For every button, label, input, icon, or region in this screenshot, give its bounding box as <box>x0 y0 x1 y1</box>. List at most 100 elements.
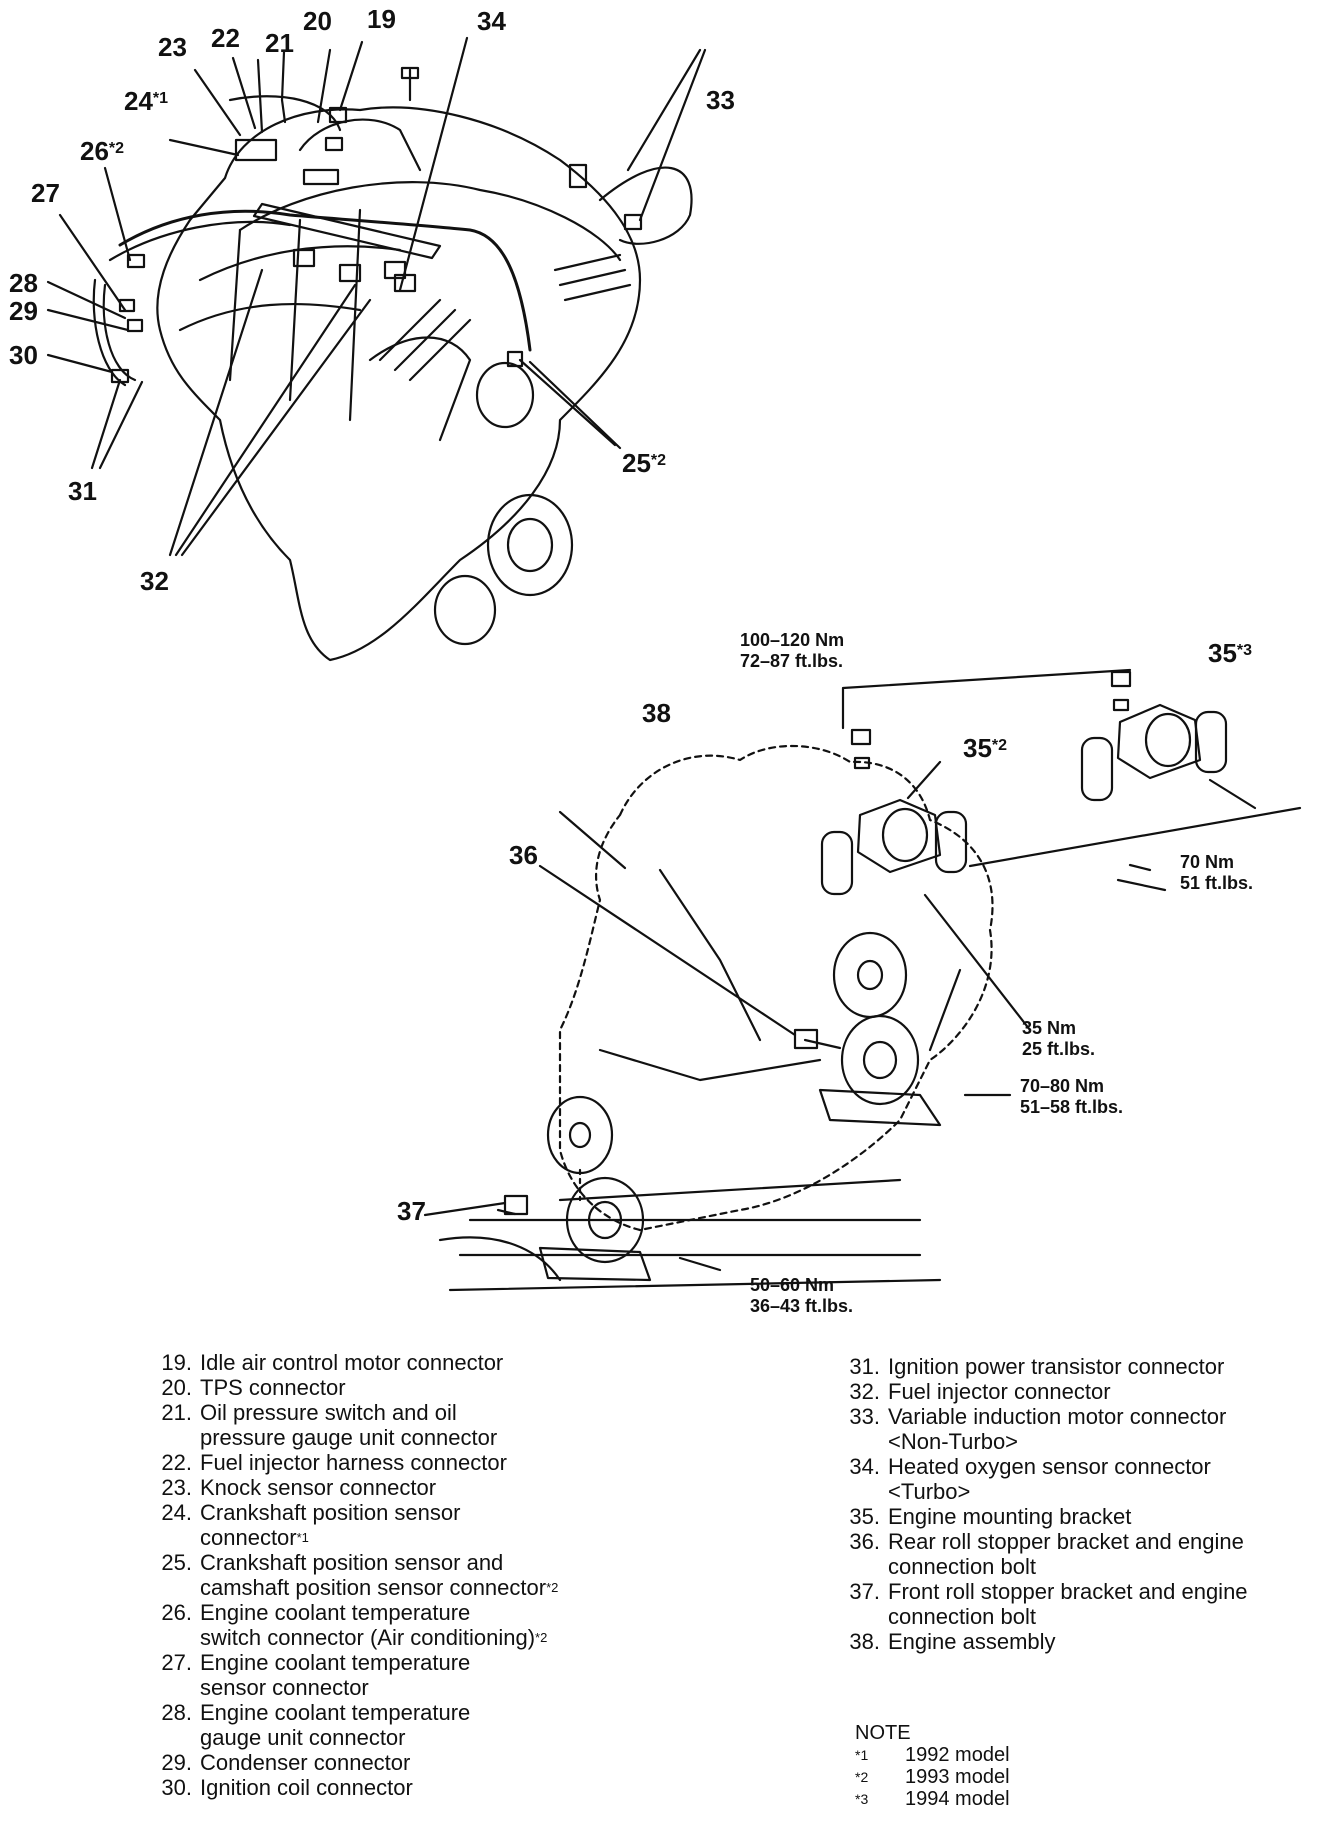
note-title: NOTE <box>855 1722 911 1744</box>
legend-item-text: Rear roll stopper bracket and engine con… <box>888 1529 1244 1579</box>
note-block: NOTE *1 1992 model *2 1993 model *3 1994 mode… <box>855 1722 1010 1810</box>
legend-item: 38. Engine assembly <box>836 1629 1336 1654</box>
legend-item-text: Fuel injector connector <box>888 1379 1111 1404</box>
legend-item-number: 29. <box>161 1750 192 1775</box>
callout-19: 19 <box>367 4 396 34</box>
callout-38: 38 <box>642 698 671 728</box>
legend-item-text: Engine coolant temperature gauge unit co… <box>200 1700 471 1750</box>
note-mark: *3 <box>855 1791 869 1807</box>
legend-item-number: 38. <box>849 1629 880 1654</box>
legend-item-text: Crankshaft position sensor connector*1 <box>200 1500 461 1550</box>
callout-33: 33 <box>706 85 735 115</box>
callout-28: 28 <box>9 268 38 298</box>
legend-item-text: Engine coolant temperature sensor connec… <box>200 1650 471 1700</box>
legend-item: 21. Oil pressure switch and oil pressure … <box>148 1400 708 1450</box>
callout-29: 29 <box>9 296 38 326</box>
legend-item-number: 37. <box>849 1579 880 1604</box>
legend-item-number: 19. <box>161 1350 192 1375</box>
legend-item-footnote-mark: *2 <box>535 1630 548 1645</box>
legend-item-text: Ignition coil connector <box>200 1775 413 1800</box>
legend-item-number: 23. <box>161 1475 192 1500</box>
legend-item-number: 35. <box>849 1504 880 1529</box>
legend-item-number: 34. <box>849 1454 880 1479</box>
note-mark: *1 <box>855 1747 869 1763</box>
note-row: *1 1992 model <box>855 1744 1010 1766</box>
callout-21: 21 <box>265 28 294 58</box>
legend-item-number: 24. <box>161 1500 192 1525</box>
callout-37: 37 <box>397 1196 426 1226</box>
legend-item-number: 20. <box>161 1375 192 1400</box>
legend-item: 31. Ignition power transistor connector <box>836 1354 1336 1379</box>
legend-item: 20. TPS connector <box>148 1375 708 1400</box>
callout-31: 31 <box>68 476 97 506</box>
legend-item-number: 27. <box>161 1650 192 1675</box>
legend-item-number: 25. <box>161 1550 192 1575</box>
legend-item-text: Ignition power transistor connector <box>888 1354 1225 1379</box>
legend-item-text: TPS connector <box>200 1375 346 1400</box>
legend-item: 32. Fuel injector connector <box>836 1379 1336 1404</box>
legend-item-number: 28. <box>161 1700 192 1725</box>
callout-32: 32 <box>140 566 169 596</box>
legend-item: 19. Idle air control motor connector <box>148 1350 708 1375</box>
legend-item-number: 33. <box>849 1404 880 1429</box>
note-text: 1993 model <box>905 1766 1010 1788</box>
legend-item: 27. Engine coolant temperature sensor con… <box>148 1650 708 1700</box>
legend-item-text: Oil pressure switch and oil pressure gau… <box>200 1400 498 1450</box>
legend-item-text: Variable induction motor connector <Non-… <box>888 1404 1227 1454</box>
legend-item-text: Engine assembly <box>888 1629 1056 1654</box>
legend-item-text: Condenser connector <box>200 1750 411 1775</box>
note-text: 1992 model <box>905 1744 1010 1766</box>
note-mark: *2 <box>855 1769 869 1785</box>
legend-item: 33. Variable induction motor connector <N… <box>836 1404 1336 1454</box>
legend-item-number: 22. <box>161 1450 192 1475</box>
legend-item-number: 36. <box>849 1529 880 1554</box>
callout-34: 34 <box>477 6 506 36</box>
legend-item-text: Crankshaft position sensor and camshaft … <box>200 1550 559 1600</box>
legend-item-text: Front roll stopper bracket and engine co… <box>888 1579 1248 1629</box>
legend-item: 34. Heated oxygen sensor connector <Turbo… <box>836 1454 1336 1504</box>
legend-item-number: 26. <box>161 1600 192 1625</box>
callout-27: 27 <box>31 178 60 208</box>
callout-35-nonturbo: 35*2 <box>963 733 1008 763</box>
legend-item: 35. Engine mounting bracket <box>836 1504 1336 1529</box>
note-text: 1994 model <box>905 1788 1010 1810</box>
legend-item: 22. Fuel injector harness connector <box>148 1450 708 1475</box>
legend-item-number: 30. <box>161 1775 192 1800</box>
legend-item-text: Fuel injector harness connector <box>200 1450 507 1475</box>
callout-30: 30 <box>9 340 38 370</box>
legend-item: 36. Rear roll stopper bracket and engine … <box>836 1529 1336 1579</box>
legend-item: 37. Front roll stopper bracket and engine… <box>836 1579 1336 1629</box>
legend-left: 19. Idle air control motor connector 20. TP… <box>148 1350 708 1800</box>
legend-item: 25. Crankshaft position sensor and camsha… <box>148 1550 708 1600</box>
callout-20: 20 <box>303 6 332 36</box>
legend-item-number: 21. <box>161 1400 192 1425</box>
engine-block-outline <box>156 106 642 662</box>
legend-item: 23. Knock sensor connector <box>148 1475 708 1500</box>
legend-item-text: Idle air control motor connector <box>200 1350 504 1375</box>
callout-36: 36 <box>509 840 538 870</box>
callout-24: 24*1 <box>124 86 169 116</box>
legend-item-footnote-mark: *2 <box>546 1580 559 1595</box>
legend-item-number: 32. <box>849 1379 880 1404</box>
legend-item-text: Knock sensor connector <box>200 1475 437 1500</box>
note-row: *3 1994 model <box>855 1788 1010 1810</box>
legend-item-text: Engine coolant temperature switch connec… <box>200 1600 548 1650</box>
legend-item-text: Engine mounting bracket <box>888 1504 1132 1529</box>
callout-23: 23 <box>158 32 187 62</box>
callout-26: 26*2 <box>80 136 125 166</box>
callout-35-turbo: 35*3 <box>1208 638 1253 668</box>
legend-item: 29. Condenser connector <box>148 1750 708 1775</box>
note-row: *2 1993 model <box>855 1766 1010 1788</box>
legend-item-text: Heated oxygen sensor connector <Turbo> <box>888 1454 1211 1504</box>
callout-22: 22 <box>211 23 240 53</box>
legend-item-number: 31. <box>849 1354 880 1379</box>
legend-item-footnote-mark: *1 <box>296 1530 309 1545</box>
callout-25: 25*2 <box>622 448 667 478</box>
